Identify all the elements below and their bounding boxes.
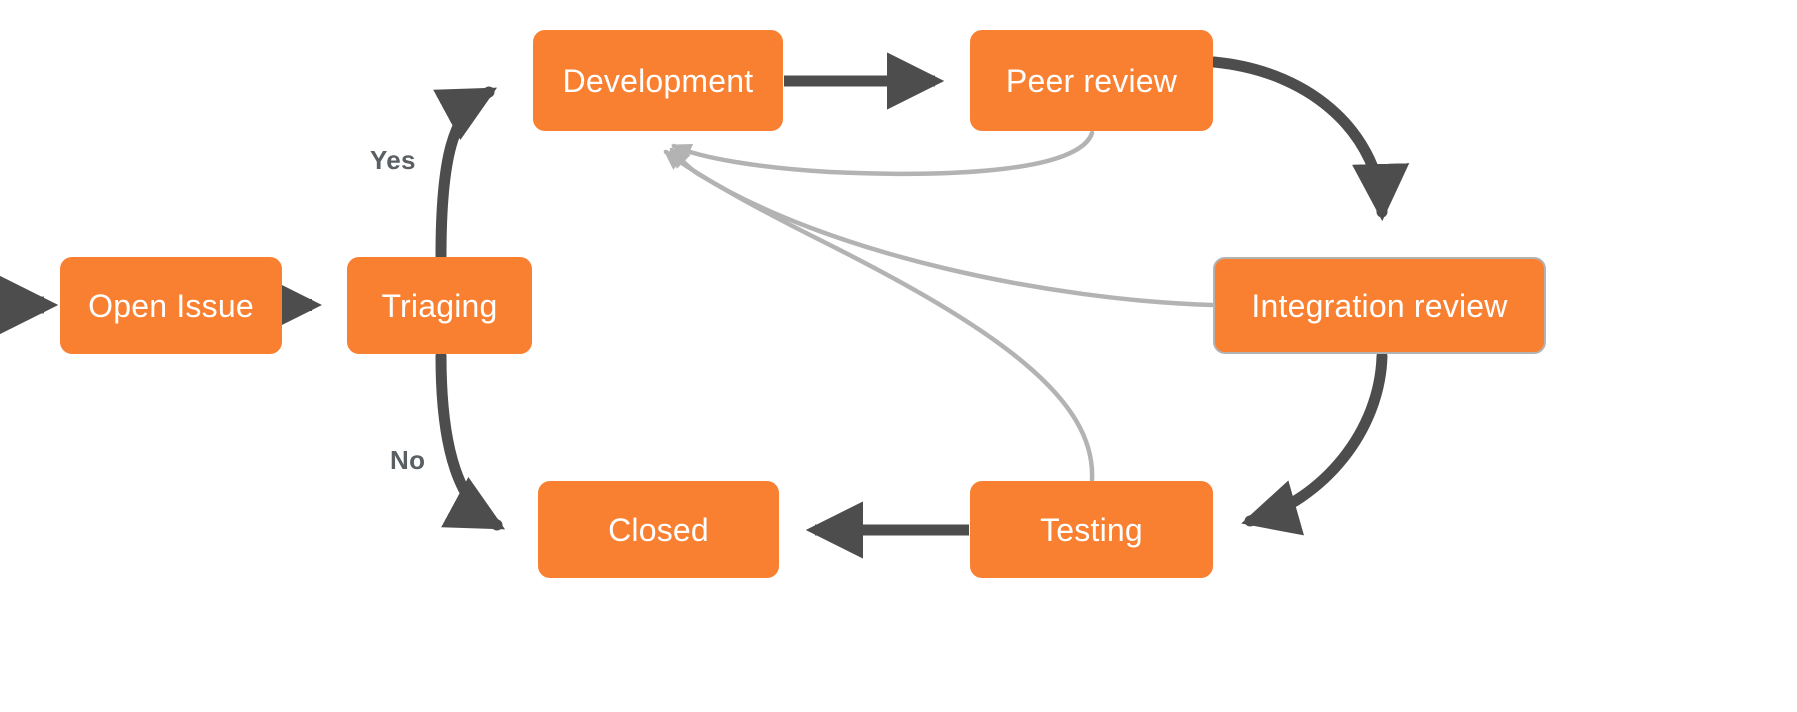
node-integration-review[interactable]: Integration review (1213, 257, 1546, 354)
node-testing[interactable]: Testing (970, 481, 1213, 578)
node-open-issue-label: Open Issue (88, 287, 254, 324)
edge-peer-review-to-integration-review (1208, 56, 1410, 222)
edge-triaging-to-development (433, 86, 498, 262)
edge-label-yes: Yes (370, 145, 416, 175)
node-closed[interactable]: Closed (538, 481, 779, 578)
edge-integration-review-to-testing (1241, 350, 1388, 536)
node-peer-review[interactable]: Peer review (970, 30, 1213, 131)
edge-label-no: No (390, 445, 426, 475)
edge-peer-review-to-development (671, 130, 1095, 177)
node-peer-review-label: Peer review (1005, 62, 1178, 99)
node-triaging-label: Triaging (381, 287, 498, 324)
node-integration-review-label: Integration review (1251, 287, 1508, 324)
node-open-issue[interactable]: Open Issue (60, 257, 282, 354)
node-testing-label: Testing (1040, 511, 1143, 548)
node-development-label: Development (562, 62, 754, 99)
node-triaging[interactable]: Triaging (347, 257, 532, 354)
node-closed-label: Closed (608, 511, 709, 548)
edge-testing-to-development (663, 149, 1095, 483)
edge-triaging-to-closed (435, 350, 506, 531)
node-development[interactable]: Development (533, 30, 783, 131)
